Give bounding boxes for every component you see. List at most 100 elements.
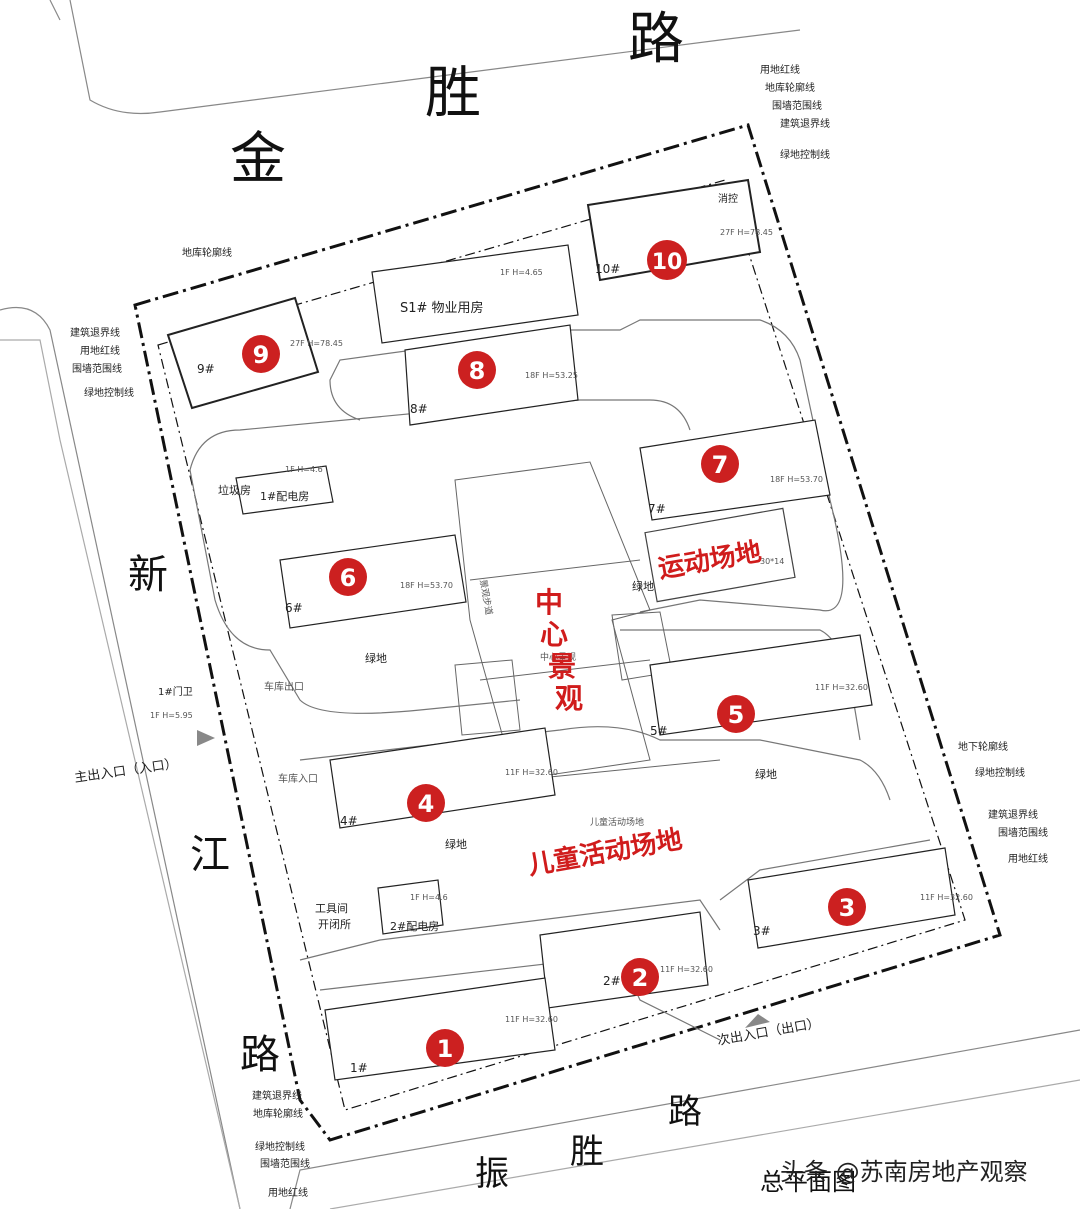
svg-text:10: 10 bbox=[652, 250, 683, 275]
svg-text:围墙范围线: 围墙范围线 bbox=[998, 826, 1048, 839]
road-north-char: 路 bbox=[628, 7, 684, 72]
building-tag-5: 5# bbox=[650, 724, 668, 738]
green-label: 绿地 bbox=[632, 579, 654, 593]
power1-info: 1F H=4.6 bbox=[285, 465, 323, 474]
svg-text:绿地控制线: 绿地控制线 bbox=[780, 148, 830, 161]
tool-label: 工具间 bbox=[315, 902, 348, 915]
building-badge-7 bbox=[701, 445, 739, 483]
building-badge-5 bbox=[717, 695, 755, 733]
building-info-2: 11F H=32.60 bbox=[660, 965, 713, 974]
building-badge-3 bbox=[828, 888, 866, 926]
building-tags: 1# 11F H=32.60 2# 11F H=32.60 3# 11F H=3… bbox=[197, 228, 973, 1075]
building-info-7: 18F H=53.70 bbox=[770, 475, 823, 484]
building-badge-6 bbox=[329, 558, 367, 596]
svg-text:9: 9 bbox=[253, 341, 270, 369]
building-badge-8 bbox=[458, 351, 496, 389]
building-info-4: 11F H=32.60 bbox=[505, 768, 558, 777]
s1-info: 1F H=4.65 bbox=[500, 268, 543, 277]
green-label: 绿地 bbox=[365, 651, 387, 665]
building-badge-4 bbox=[407, 784, 445, 822]
building-info-10: 27F H=78.45 bbox=[720, 228, 773, 237]
building-tag-7: 7# bbox=[648, 502, 666, 516]
walkway-label: 景观步道 bbox=[477, 578, 495, 616]
building-info-5: 11F H=32.60 bbox=[815, 683, 868, 692]
building-badge-9 bbox=[242, 335, 280, 373]
main-entrance-arrow bbox=[197, 730, 215, 746]
building-info-1: 11F H=32.60 bbox=[505, 1015, 558, 1024]
plan-title: 总平面图 bbox=[760, 1168, 856, 1196]
svg-text:建筑退界线: 建筑退界线 bbox=[780, 117, 830, 130]
watermark: 头条 @苏南房地产观察 bbox=[780, 1158, 1028, 1186]
power1-label: 1#配电房 bbox=[260, 490, 309, 503]
svg-text:地库轮廓线: 地库轮廓线 bbox=[253, 1107, 303, 1120]
svg-text:4: 4 bbox=[418, 790, 435, 818]
svg-text:7: 7 bbox=[712, 451, 729, 479]
road-west-char: 江 bbox=[190, 832, 230, 878]
power2-label: 2#配电房 bbox=[390, 920, 439, 933]
svg-text:用地红线: 用地红线 bbox=[80, 344, 120, 357]
building-tag-6: 6# bbox=[285, 601, 303, 615]
building-tag-10: 10# bbox=[595, 262, 620, 276]
svg-text:地库轮廓线: 地库轮廓线 bbox=[765, 81, 815, 94]
svg-text:地下轮廓线: 地下轮廓线 bbox=[958, 740, 1008, 753]
road-north-char: 胜 bbox=[425, 61, 481, 126]
sports-zone-label: 运动场地 bbox=[656, 537, 764, 585]
building-tag-1: 1# bbox=[350, 1061, 368, 1075]
building-tag-4: 4# bbox=[340, 814, 358, 828]
svg-text:用地红线: 用地红线 bbox=[1008, 852, 1048, 865]
legend-bottom: 建筑退界线 地库轮廓线 绿地控制线 围墙范围线 用地红线 bbox=[252, 1089, 310, 1199]
svg-text:8: 8 bbox=[469, 357, 486, 385]
svg-text:围墙范围线: 围墙范围线 bbox=[260, 1157, 310, 1170]
road-labels: 金 胜 路 新 江 路 振 胜 路 bbox=[128, 7, 702, 1194]
sports-court bbox=[644, 507, 796, 603]
svg-text:2: 2 bbox=[632, 964, 649, 992]
kids-small-label: 儿童活动场地 bbox=[590, 816, 644, 828]
green-label: 绿地 bbox=[445, 837, 467, 851]
main-entrance-label: 主出入口（入口） bbox=[73, 757, 178, 786]
guard-info: 1F H=5.95 bbox=[150, 711, 193, 720]
central-zone-char: 中 bbox=[535, 586, 563, 619]
power2-info: 1F H=4.6 bbox=[410, 893, 448, 902]
building-info-8: 18F H=53.25 bbox=[525, 371, 578, 380]
svg-text:地库轮廓线: 地库轮廓线 bbox=[182, 246, 232, 259]
svg-text:围墙范围线: 围墙范围线 bbox=[72, 362, 122, 375]
sports-size-label: 30*14 bbox=[760, 557, 784, 566]
central-zone-char: 景 bbox=[548, 650, 576, 683]
green-label: 绿地 bbox=[755, 767, 777, 781]
car-out-label: 车库出口 bbox=[264, 680, 304, 693]
site-boundary bbox=[133, 123, 1002, 1142]
svg-text:用地红线: 用地红线 bbox=[760, 63, 800, 76]
building-tag-3: 3# bbox=[753, 924, 771, 938]
facility-labels: S1# 物业用房 1F H=4.65 垃圾房 1#配电房 1F H=4.6 2#… bbox=[150, 192, 738, 933]
secondary-entrance-arrow bbox=[745, 1014, 770, 1028]
svg-text:用地红线: 用地红线 bbox=[268, 1186, 308, 1199]
svg-text:绿地控制线: 绿地控制线 bbox=[975, 766, 1025, 779]
road-south-char: 振 bbox=[475, 1154, 509, 1194]
svg-text:3: 3 bbox=[839, 894, 856, 922]
svg-text:绿地控制线: 绿地控制线 bbox=[255, 1140, 305, 1153]
switch-label: 开闭所 bbox=[318, 918, 351, 931]
fire-control-label: 消控 bbox=[718, 192, 738, 205]
building-tag-9: 9# bbox=[197, 362, 215, 376]
road-north-char: 金 bbox=[230, 127, 286, 192]
kids-zone-label: 儿童活动场地 bbox=[526, 824, 685, 882]
road-south-char: 胜 bbox=[570, 1132, 604, 1172]
s1-label: S1# 物业用房 bbox=[400, 300, 484, 316]
building-tag-8: 8# bbox=[410, 402, 428, 416]
central-zone-char: 心 bbox=[540, 618, 568, 651]
building-info-6: 18F H=53.70 bbox=[400, 581, 453, 590]
road-west-char: 新 bbox=[128, 552, 168, 598]
building-info-3: 11F H=32.60 bbox=[920, 893, 973, 902]
svg-text:建筑退界线: 建筑退界线 bbox=[70, 326, 120, 339]
legend-right: 用地红线 地库轮廓线 围墙范围线 建筑退界线 绿地控制线 bbox=[760, 63, 830, 161]
garbage-label: 垃圾房 bbox=[218, 483, 251, 497]
building-badges: 1 2 3 4 5 6 7 8 9 10 bbox=[242, 240, 866, 1067]
building-badge-1 bbox=[426, 1029, 464, 1067]
svg-text:1: 1 bbox=[437, 1035, 454, 1063]
building-badge-2 bbox=[621, 958, 659, 996]
legend-right-lower: 地下轮廓线 绿地控制线 建筑退界线 围墙范围线 用地红线 bbox=[958, 740, 1048, 865]
central-small-label: 中心景观 bbox=[540, 651, 576, 663]
road-south-char: 路 bbox=[668, 1092, 702, 1132]
